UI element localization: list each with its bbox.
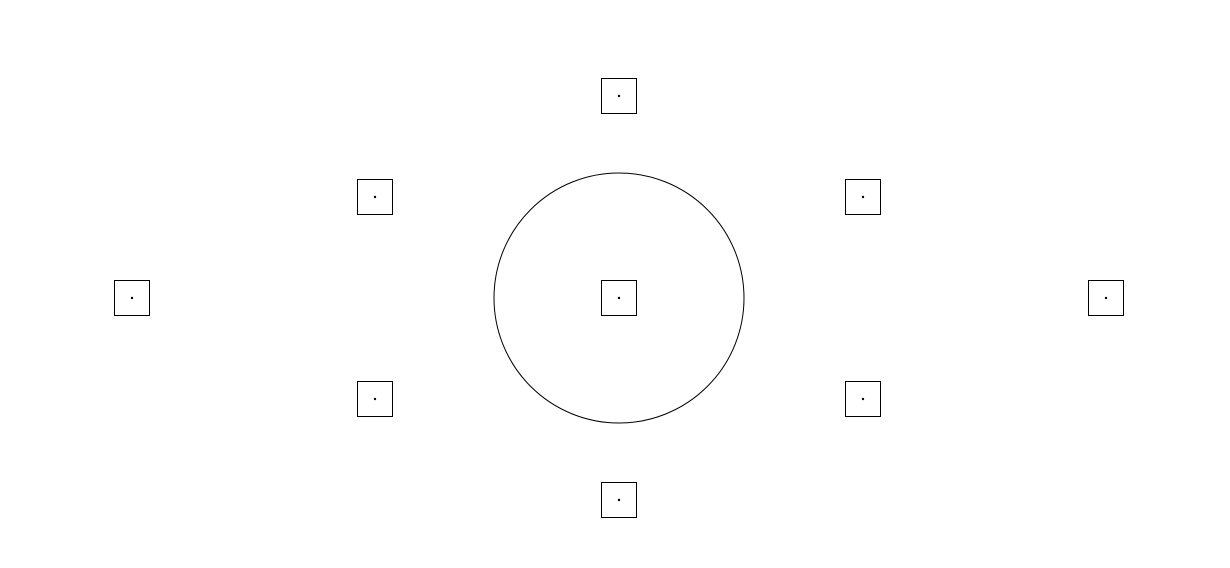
marker-lower-right-dot <box>861 397 865 401</box>
marker-lower-left <box>357 381 393 417</box>
marker-upper-left <box>357 179 393 215</box>
marker-upper-right <box>845 179 881 215</box>
marker-upper-left-dot <box>373 195 377 199</box>
marker-bottom <box>601 482 637 518</box>
marker-top <box>601 78 637 114</box>
marker-lower-left-dot <box>373 397 377 401</box>
marker-center <box>601 280 637 316</box>
marker-lower-right <box>845 381 881 417</box>
marker-right-dot <box>1104 296 1108 300</box>
marker-top-dot <box>617 94 621 98</box>
marker-left-dot <box>130 296 134 300</box>
marker-center-box <box>601 280 637 316</box>
marker-upper-right-dot <box>861 195 865 199</box>
marker-right <box>1088 280 1124 316</box>
marker-bottom-dot <box>617 498 621 502</box>
marker-center-dot <box>617 296 621 300</box>
marker-left <box>114 280 150 316</box>
center-circle <box>493 172 745 424</box>
